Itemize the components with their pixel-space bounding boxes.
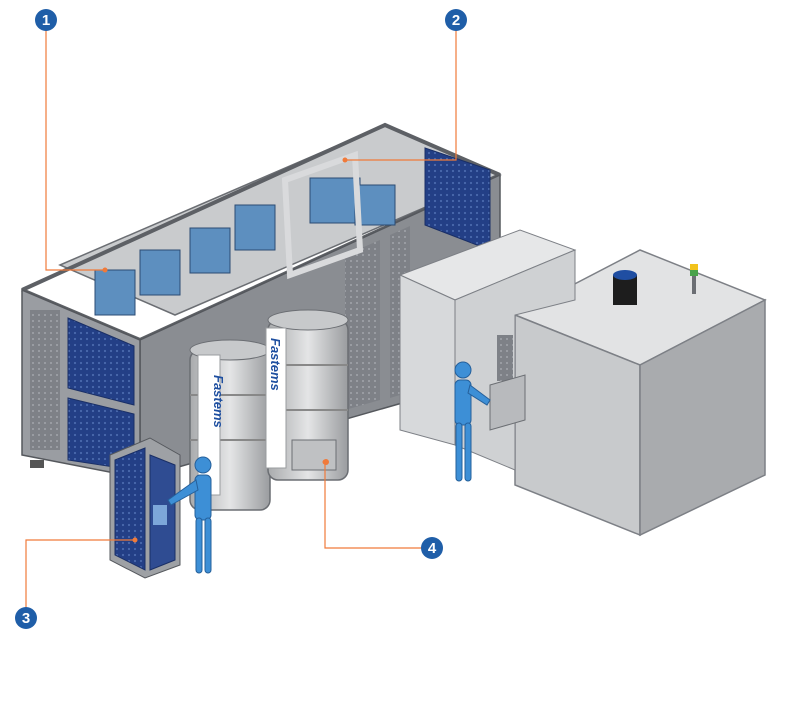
callout-1: 1 [35, 9, 57, 31]
callout-3: 3 [15, 607, 37, 629]
brand-label: Fastems [268, 338, 283, 391]
callout-number: 3 [22, 610, 30, 627]
leader-line-4 [324, 462, 422, 549]
leader-line-3 [25, 539, 135, 608]
callout-number: 4 [428, 540, 437, 557]
leader-line-2 [345, 30, 457, 161]
fixture-pallets [94, 177, 396, 316]
operator-figure-right [454, 361, 491, 482]
brand-label: Fastems [211, 375, 226, 428]
leader-lines [25, 30, 457, 608]
callout-2: 2 [445, 9, 467, 31]
operator-terminal [109, 437, 181, 579]
leader-line-1 [45, 30, 105, 271]
machining-center [398, 229, 767, 537]
callout-number: 2 [452, 12, 460, 29]
operator-figure-left [167, 456, 212, 574]
callout-4: 4 [421, 537, 443, 559]
callout-number: 1 [42, 12, 50, 29]
material-tower-right: Fastems [265, 309, 349, 481]
